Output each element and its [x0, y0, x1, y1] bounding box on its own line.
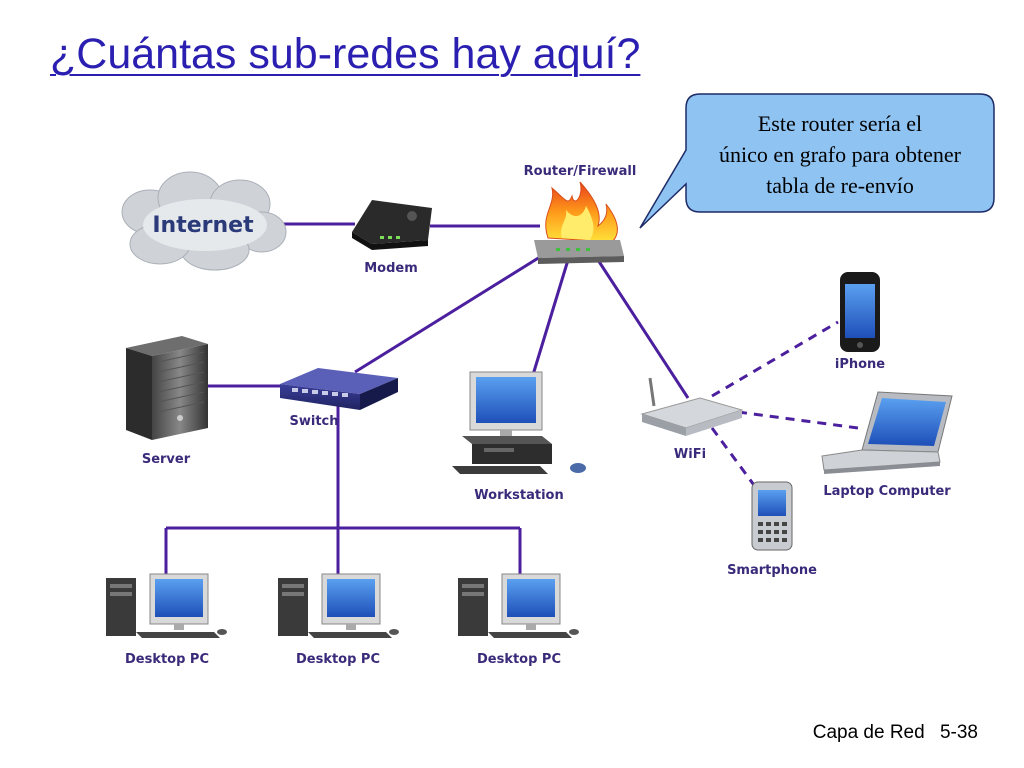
- wifi-label: WiFi: [674, 447, 706, 462]
- desktop-pc-label-1: Desktop PC: [125, 652, 209, 667]
- link-router-switch: [354, 250, 549, 374]
- modem-icon: [352, 200, 432, 250]
- wired-links: [164, 222, 690, 574]
- link-wifi-iphone: [711, 320, 839, 398]
- link-wifi-laptop: [737, 410, 859, 430]
- iphone-label: iPhone: [835, 357, 885, 372]
- server-label: Server: [142, 452, 191, 467]
- iphone-icon: [840, 272, 880, 352]
- router-label: Router/Firewall: [524, 164, 637, 179]
- callout-line-2: único en grafo para obtener: [719, 142, 962, 167]
- smartphone-label: Smartphone: [727, 563, 817, 578]
- internet-cloud: Internet: [121, 171, 287, 271]
- callout-bubble: Este router sería el único en grafo para…: [639, 93, 995, 229]
- switch-label: Switch: [289, 414, 338, 429]
- internet-label: Internet: [152, 213, 254, 238]
- modem-label: Modem: [364, 261, 418, 276]
- footer-section: Capa de Red: [812, 722, 925, 743]
- server-icon: [126, 336, 208, 440]
- callout-line-1: Este router sería el: [758, 111, 922, 136]
- callout-line-3: tabla de re-envío: [766, 173, 914, 198]
- desktop-pc-icon-3: [458, 573, 579, 638]
- wifi-access-point-icon: [640, 377, 744, 436]
- desktop-pc-label-3: Desktop PC: [477, 652, 561, 667]
- firewall-router-icon: [534, 181, 624, 264]
- laptop-label: Laptop Computer: [823, 484, 951, 499]
- link-router-workstation: [530, 259, 570, 379]
- desktop-pc-icon-2: [278, 573, 399, 638]
- workstation-label: Workstation: [474, 488, 563, 503]
- desktop-pc-label-2: Desktop PC: [296, 652, 380, 667]
- slide-title: ¿Cuántas sub-redes hay aquí?: [50, 30, 641, 78]
- laptop-icon: [821, 391, 953, 474]
- switch-icon: [280, 368, 398, 410]
- link-router-wifi: [596, 259, 690, 399]
- slide-footer: Capa de Red 5-38: [803, 722, 978, 744]
- desktop-pc-icon-1: [106, 573, 227, 638]
- workstation-icon: [452, 371, 586, 474]
- footer-page-number: 5-38: [939, 722, 978, 743]
- smartphone-icon: [751, 481, 793, 551]
